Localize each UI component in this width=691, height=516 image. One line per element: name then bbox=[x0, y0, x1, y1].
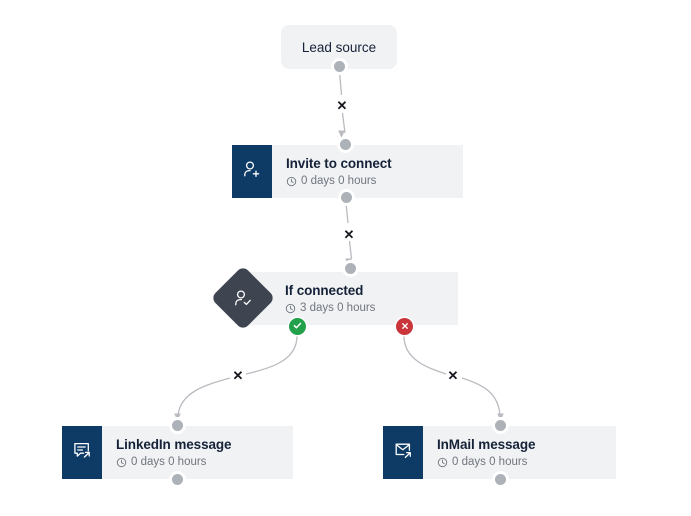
edge-arrow-invite bbox=[338, 130, 345, 138]
port-inmail-in[interactable] bbox=[495, 420, 506, 431]
lead-source-label: Lead source bbox=[301, 39, 377, 55]
if-connected-delay-text: 3 days 0 hours bbox=[300, 301, 376, 314]
linkedin-message-node[interactable]: LinkedIn message 0 days 0 hours bbox=[62, 426, 293, 479]
port-linkedin-in[interactable] bbox=[172, 420, 183, 431]
inmail-message-node[interactable]: InMail message 0 days 0 hours bbox=[383, 426, 616, 479]
chat-bubble-arrow-icon bbox=[71, 439, 93, 466]
delete-edge-no-to-inmail[interactable]: ✕ bbox=[447, 367, 459, 383]
port-linkedin-out[interactable] bbox=[172, 474, 183, 485]
inmail-message-body: InMail message 0 days 0 hours bbox=[423, 426, 616, 479]
port-lead-source-out[interactable] bbox=[334, 61, 345, 72]
inmail-message-card[interactable]: InMail message 0 days 0 hours bbox=[383, 426, 616, 479]
cross-icon bbox=[400, 318, 410, 336]
invite-to-connect-delay-text: 0 days 0 hours bbox=[301, 174, 377, 187]
invite-to-connect-node[interactable]: Invite to connect 0 days 0 hours bbox=[232, 145, 463, 198]
delete-edge-invite-to-if[interactable]: ✕ bbox=[343, 226, 355, 242]
port-if-connected-in[interactable] bbox=[345, 263, 356, 274]
person-plus-icon bbox=[241, 158, 263, 185]
invite-to-connect-title: Invite to connect bbox=[286, 155, 392, 171]
delete-edge-lead-to-invite[interactable]: ✕ bbox=[336, 97, 348, 113]
if-connected-delay: 3 days 0 hours bbox=[285, 301, 458, 316]
if-connected-card[interactable]: If connected 3 days 0 hours bbox=[243, 272, 458, 325]
port-invite-in[interactable] bbox=[340, 139, 351, 150]
clock-icon bbox=[116, 457, 127, 468]
inmail-message-title: InMail message bbox=[437, 436, 536, 452]
invite-to-connect-icon-tile bbox=[232, 145, 272, 198]
invite-to-connect-delay: 0 days 0 hours bbox=[286, 174, 463, 189]
person-check-icon bbox=[232, 287, 254, 309]
if-connected-node[interactable]: If connected 3 days 0 hours bbox=[243, 272, 458, 325]
inmail-message-icon-tile bbox=[383, 426, 423, 479]
inmail-message-delay: 0 days 0 hours bbox=[437, 455, 616, 470]
if-connected-diamond[interactable] bbox=[210, 265, 276, 331]
delete-edge-yes-to-linkedin[interactable]: ✕ bbox=[232, 367, 244, 383]
port-inmail-out[interactable] bbox=[495, 474, 506, 485]
linkedin-message-delay: 0 days 0 hours bbox=[116, 455, 293, 470]
clock-icon bbox=[437, 457, 448, 468]
check-icon bbox=[292, 318, 303, 336]
branch-yes-badge[interactable] bbox=[289, 318, 306, 335]
linkedin-message-icon-tile bbox=[62, 426, 102, 479]
invite-to-connect-card[interactable]: Invite to connect 0 days 0 hours bbox=[232, 145, 463, 198]
inmail-message-delay-text: 0 days 0 hours bbox=[452, 455, 528, 468]
linkedin-message-card[interactable]: LinkedIn message 0 days 0 hours bbox=[62, 426, 293, 479]
if-connected-body: If connected 3 days 0 hours bbox=[243, 272, 458, 325]
clock-icon bbox=[286, 176, 297, 187]
envelope-arrow-icon bbox=[392, 439, 414, 466]
linkedin-message-delay-text: 0 days 0 hours bbox=[131, 455, 207, 468]
linkedin-message-title: LinkedIn message bbox=[116, 436, 232, 452]
if-connected-title: If connected bbox=[285, 282, 364, 298]
linkedin-message-body: LinkedIn message 0 days 0 hours bbox=[102, 426, 293, 479]
clock-icon bbox=[285, 303, 296, 314]
branch-no-badge[interactable] bbox=[396, 318, 413, 335]
invite-to-connect-body: Invite to connect 0 days 0 hours bbox=[272, 145, 463, 198]
port-invite-out[interactable] bbox=[341, 192, 352, 203]
